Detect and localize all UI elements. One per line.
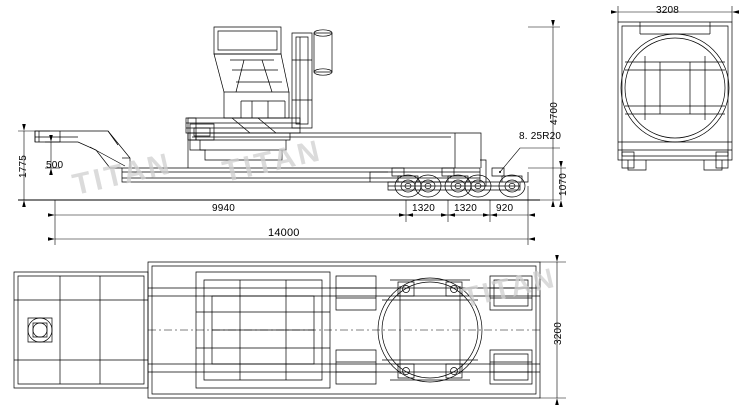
dim-rear-view-width: 3208 bbox=[656, 5, 680, 16]
top-view-geometry bbox=[13, 261, 541, 399]
dim-deck-length: 9940 bbox=[212, 203, 236, 214]
label-tire-spec: 8. 25R20 bbox=[519, 131, 562, 142]
dim-rear-overhang: 920 bbox=[496, 203, 514, 214]
side-view-dimensions bbox=[18, 20, 566, 245]
dim-top-view-width: 3200 bbox=[553, 321, 564, 345]
dim-overall-length: 14000 bbox=[268, 227, 300, 239]
side-view-geometry bbox=[18, 26, 560, 201]
top-view-dimensions bbox=[540, 255, 566, 405]
dim-axle-spacing-2: 1320 bbox=[454, 203, 478, 214]
dim-overall-height: 4700 bbox=[549, 101, 560, 125]
dim-axle-spacing-1: 1320 bbox=[412, 203, 436, 214]
rear-view-dimensions bbox=[611, 6, 739, 22]
dim-gooseneck-height: 500 bbox=[46, 160, 64, 171]
rear-view-geometry bbox=[617, 21, 733, 171]
dim-deck-to-ground: 1070 bbox=[558, 172, 569, 196]
dim-front-height: 1775 bbox=[18, 154, 29, 178]
